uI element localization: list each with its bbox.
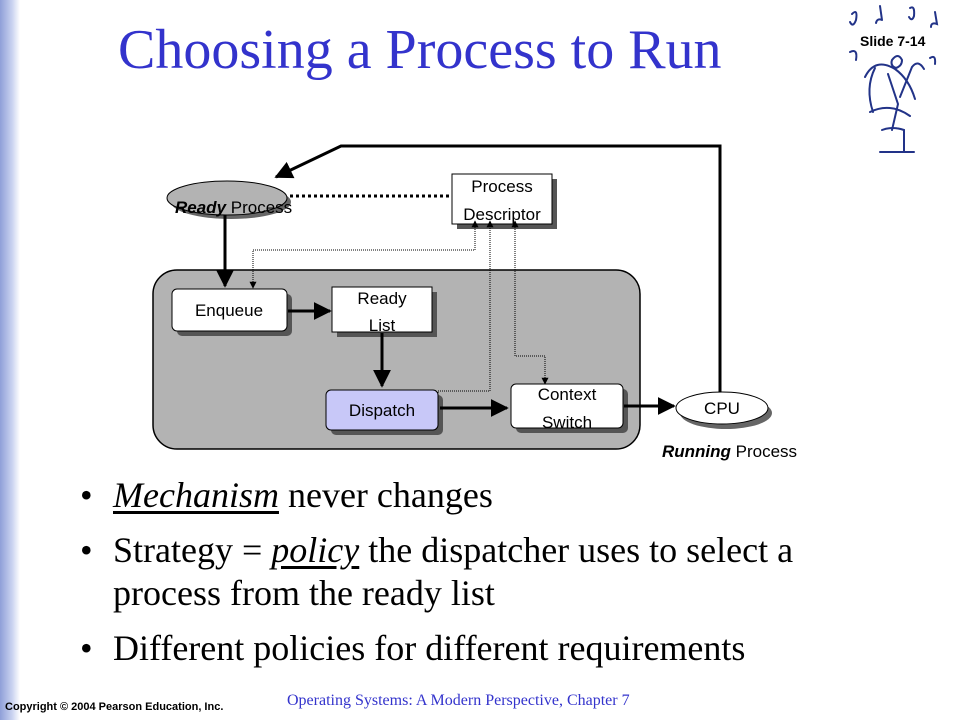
process-descriptor-node: Process Descriptor <box>451 173 557 229</box>
running-process-rest: Process <box>731 442 797 461</box>
process-descriptor-line1: Process <box>471 177 532 196</box>
dispatch-node: Dispatch <box>325 389 443 435</box>
slide-title: Choosing a Process to Run <box>118 19 722 81</box>
enqueue-node: Enqueue <box>171 288 292 336</box>
ready-list-line2: List <box>369 316 396 335</box>
dispatch-label: Dispatch <box>349 401 415 420</box>
footer-text: Operating Systems: A Modern Perspective,… <box>287 692 630 709</box>
ready-process-rest: Process <box>226 198 292 217</box>
ready-process-node: Ready Process <box>166 180 292 219</box>
bullet-policies: Different policies for different require… <box>80 627 900 670</box>
ready-list-line1: Ready <box>357 289 407 308</box>
bullet-strategy-rest: the dispatcher uses to select a process … <box>113 530 794 613</box>
cpu-label: CPU <box>704 399 740 418</box>
context-switch-line2: Switch <box>542 413 592 432</box>
side-gradient-bar <box>0 0 20 720</box>
bullet-strategy-pre: Strategy = <box>113 530 272 570</box>
copyright-notice: Copyright © 2004 Pearson Education, Inc. <box>5 701 224 713</box>
enqueue-label: Enqueue <box>195 301 263 320</box>
running-process-italic: Running <box>662 442 732 461</box>
context-switch-line1: Context <box>538 385 597 404</box>
bullet-mechanism: Mechanism never changes <box>80 474 900 517</box>
cpu-node: CPU <box>675 391 772 429</box>
process-descriptor-line2: Descriptor <box>463 205 541 224</box>
bullet-mechanism-rest: never changes <box>278 475 493 515</box>
bullet-policies-text: Different policies for different require… <box>113 628 746 668</box>
cpu-return-arrow <box>274 144 722 394</box>
bullet-strategy: Strategy = policy the dispatcher uses to… <box>80 529 900 615</box>
slide-number: Slide 7-14 <box>860 33 926 49</box>
context-switch-node: Context Switch <box>510 383 628 433</box>
context-descriptor-link <box>511 220 549 385</box>
ready-process-italic: Ready <box>175 198 228 217</box>
bullet-list: Mechanism never changes Strategy = polic… <box>80 474 900 682</box>
bullet-strategy-term: policy <box>271 530 360 570</box>
ready-list-node: Ready List <box>331 286 437 337</box>
musician-logo-icon <box>849 5 939 153</box>
ready-process-label: Ready Process <box>175 198 292 217</box>
bullet-mechanism-term: Mechanism <box>113 475 279 515</box>
running-process-label: Running Process <box>662 442 797 461</box>
